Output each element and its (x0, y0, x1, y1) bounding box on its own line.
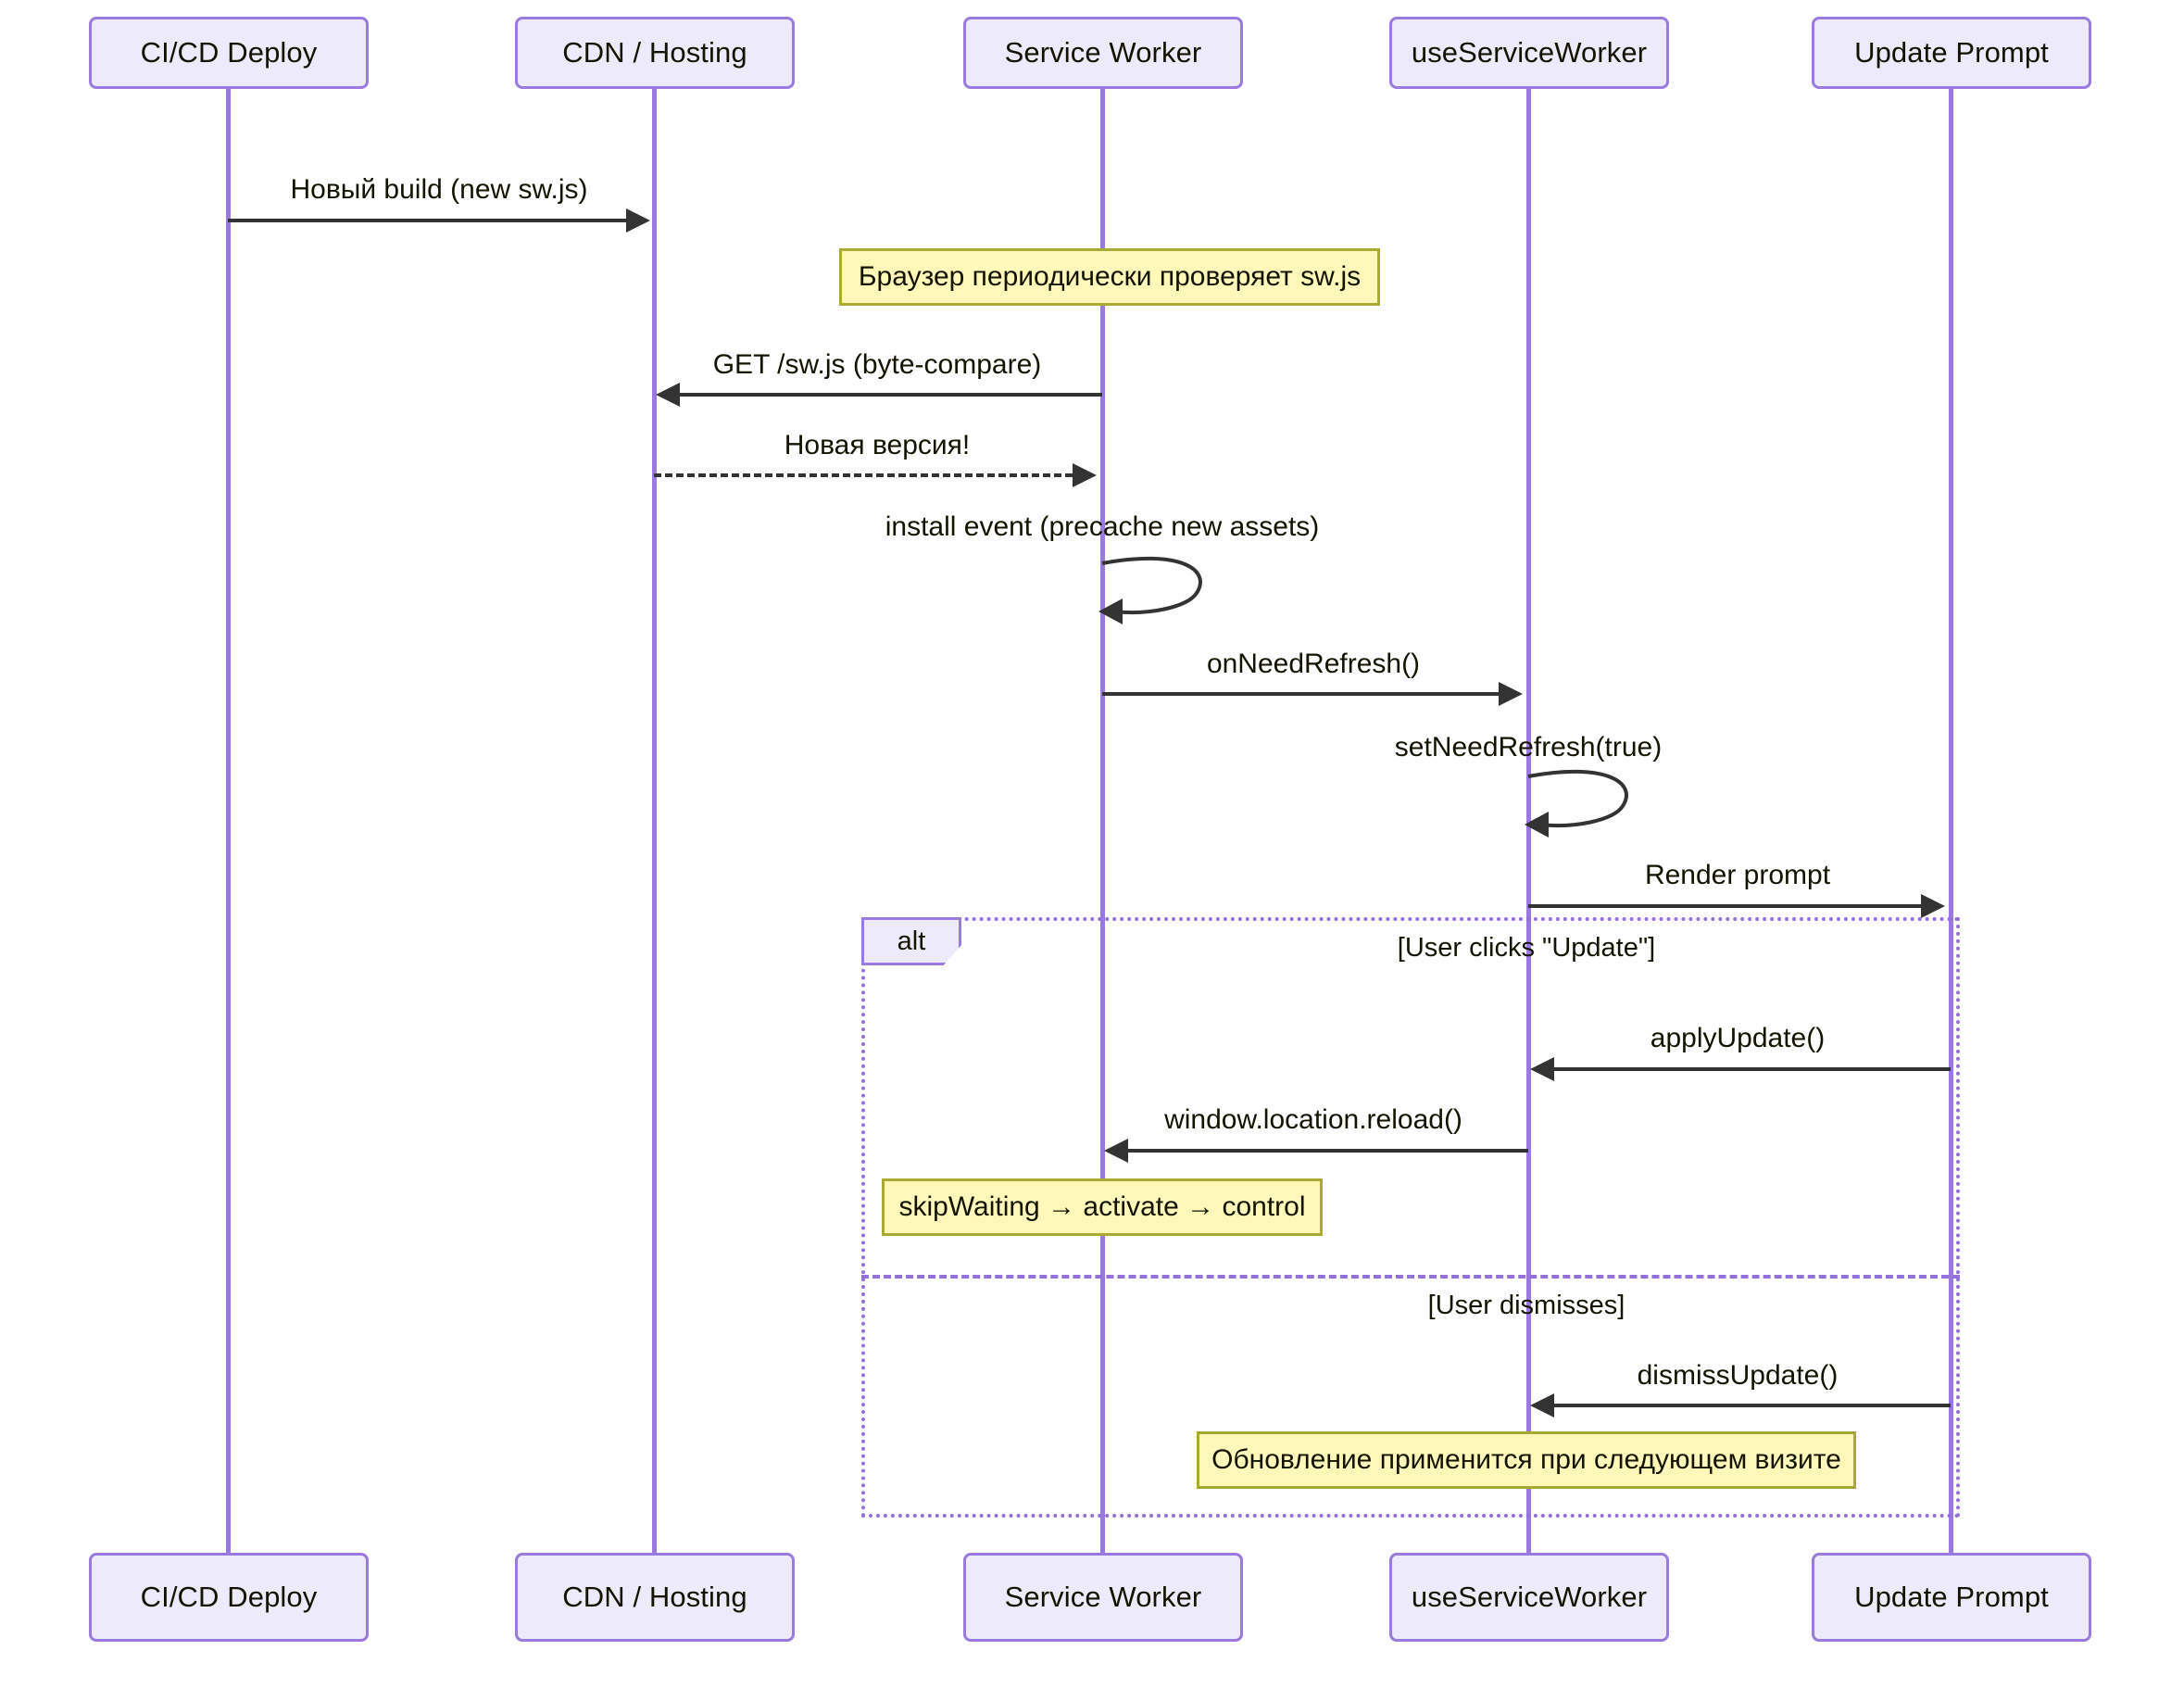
participant-box-prompt-bottom[interactable]: Update Prompt (1812, 1553, 2091, 1642)
participant-label: Service Worker (1004, 1581, 1202, 1613)
participant-label: CDN / Hosting (562, 1581, 747, 1613)
alt-branch-condition-1: [User clicks "Update"] (1397, 933, 1656, 963)
participant-box-sw-bottom[interactable]: Service Worker (963, 1553, 1243, 1642)
message-label-m6: setNeedRefresh(true) (1394, 732, 1663, 762)
participant-box-cdn-bottom[interactable]: CDN / Hosting (515, 1553, 795, 1642)
alt-fragment-label: alt (897, 926, 926, 956)
alt-branch-divider (861, 1275, 1960, 1279)
alt-fragment-label-box: alt (861, 917, 961, 965)
participant-label: Update Prompt (1854, 36, 2049, 69)
participant-box-prompt-top[interactable]: Update Prompt (1812, 17, 2091, 89)
note-skip-waiting: skipWaiting → activate → control (882, 1178, 1323, 1236)
participant-box-hook-bottom[interactable]: useServiceWorker (1389, 1553, 1669, 1642)
message-line-m2 (680, 393, 1102, 397)
participant-box-cicd-top[interactable]: CI/CD Deploy (89, 17, 369, 89)
message-line-m8 (1554, 1067, 1951, 1071)
lifeline-prompt (1949, 89, 1953, 1553)
arrowhead-m8 (1530, 1057, 1554, 1081)
lifeline-sw (1100, 89, 1105, 1553)
participant-label: CI/CD Deploy (140, 36, 318, 69)
lifeline-hook (1526, 89, 1531, 1553)
alt-branch-condition-2: [User dismisses] (1427, 1291, 1625, 1320)
note-update-next-visit: Обновление применится при следующем визи… (1197, 1431, 1856, 1489)
message-line-m5 (1102, 692, 1499, 696)
participant-label: useServiceWorker (1411, 36, 1648, 69)
arrowhead-m1 (626, 208, 650, 233)
alt-fragment-frame (861, 917, 1960, 1518)
message-label-m3: Новая версия! (784, 430, 971, 460)
message-label-m9: window.location.reload() (1164, 1104, 1462, 1135)
message-label-m8: applyUpdate() (1650, 1023, 1826, 1053)
message-line-m10 (1554, 1404, 1951, 1407)
participant-box-sw-top[interactable]: Service Worker (963, 17, 1243, 89)
self-loop-m4 (1098, 556, 1202, 624)
arrowhead-m9 (1104, 1139, 1128, 1163)
message-label-m2: GET /sw.js (byte-compare) (712, 349, 1042, 380)
participant-label: CI/CD Deploy (140, 1581, 318, 1613)
message-label-m4: install event (precache new assets) (885, 511, 1320, 542)
participant-label: CDN / Hosting (562, 36, 747, 69)
arrowhead-m7 (1921, 894, 1945, 918)
message-line-m9 (1128, 1149, 1528, 1153)
lifeline-cdn (652, 89, 657, 1553)
message-label-m7: Render prompt (1644, 860, 1831, 890)
message-label-m10: dismissUpdate() (1637, 1360, 1839, 1391)
message-label-m1: Новый build (new sw.js) (290, 174, 588, 205)
message-line-m3 (654, 473, 1073, 477)
message-line-m1 (228, 219, 626, 222)
arrowhead-m5 (1499, 682, 1523, 706)
self-loop-m6 (1525, 769, 1628, 838)
participant-box-cicd-bottom[interactable]: CI/CD Deploy (89, 1553, 369, 1642)
note-browser-checks: Браузер периодически проверяет sw.js (839, 248, 1380, 306)
participant-label: Update Prompt (1854, 1581, 2049, 1613)
participant-box-hook-top[interactable]: useServiceWorker (1389, 17, 1669, 89)
participant-label: useServiceWorker (1411, 1581, 1648, 1613)
participant-box-cdn-top[interactable]: CDN / Hosting (515, 17, 795, 89)
participant-label: Service Worker (1004, 36, 1202, 69)
arrowhead-m3 (1073, 463, 1097, 487)
lifeline-cicd (226, 89, 231, 1553)
arrowhead-m2 (656, 383, 680, 407)
arrowhead-m10 (1530, 1393, 1554, 1418)
message-label-m5: onNeedRefresh() (1206, 649, 1421, 679)
message-line-m7 (1528, 904, 1921, 908)
